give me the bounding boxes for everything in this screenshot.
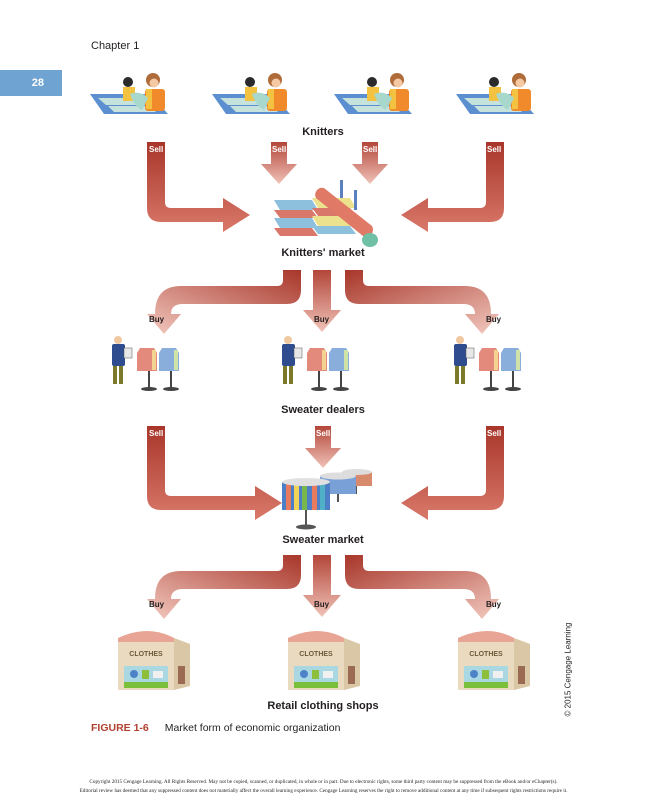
sell-label: Sell	[487, 429, 501, 438]
sweater-dealer-icon	[453, 335, 522, 392]
sell-arrow-down	[305, 426, 341, 468]
sell-arrows-bottom: Sell Sell Sell	[147, 426, 504, 520]
buy-label: Buy	[486, 600, 502, 609]
clothing-shop-icon: CLOTHES	[458, 631, 530, 690]
sell-label: Sell	[272, 145, 286, 154]
figure-number: FIGURE 1-6	[91, 722, 149, 734]
figure-title: Market form of economic organization	[164, 722, 341, 734]
clothing-shop-icon: CLOTHES	[288, 631, 360, 690]
sweater-dealer-icon	[111, 335, 180, 392]
buy-arrows-bottom: Buy Buy Buy	[147, 555, 502, 619]
sell-arrow-left-elbow	[147, 142, 250, 232]
clothing-shops-group: CLOTHES CLOTHES CLOTHES	[118, 631, 530, 690]
level-label-sweater-dealers: Sweater dealers	[281, 404, 365, 416]
shop-sign: CLOTHES	[129, 651, 163, 658]
knitter-icon	[212, 73, 290, 114]
footer-copyright-line1: Copyright 2015 Cengage Learning. All Rig…	[89, 779, 558, 785]
buy-label: Buy	[314, 600, 330, 609]
chapter-heading: Chapter 1	[91, 40, 140, 52]
knitters-group	[90, 73, 534, 114]
sell-label: Sell	[149, 429, 163, 438]
level-label-knitters: Knitters	[302, 126, 344, 138]
buy-arrow-left-curve	[147, 270, 301, 334]
clothing-shop-icon: CLOTHES	[118, 631, 190, 690]
buy-arrow-left-curve	[147, 555, 301, 619]
buy-arrows-mid: Buy Buy Buy	[147, 270, 502, 334]
level-label-knitters-market: Knitters' market	[281, 247, 365, 259]
sell-arrow-left-elbow	[147, 426, 282, 520]
buy-label: Buy	[314, 315, 330, 324]
sell-label: Sell	[316, 429, 330, 438]
shop-sign: CLOTHES	[469, 651, 503, 658]
level-label-retail-shops: Retail clothing shops	[267, 700, 379, 712]
buy-arrow-right-curve	[345, 555, 499, 619]
buy-arrow-right-curve	[345, 270, 499, 334]
buy-label: Buy	[149, 315, 165, 324]
sell-arrow-down	[352, 142, 388, 184]
sell-label: Sell	[149, 145, 163, 154]
buy-label: Buy	[149, 600, 165, 609]
shop-sign: CLOTHES	[299, 651, 333, 658]
sell-label: Sell	[363, 145, 377, 154]
buy-label: Buy	[486, 315, 502, 324]
buy-arrow-down	[303, 270, 341, 332]
figure-caption: FIGURE 1-6 Market form of economic organi…	[91, 722, 340, 734]
sweater-dealer-icon	[281, 335, 350, 392]
sell-arrow-right-elbow	[401, 142, 504, 232]
sweater-dealers-group	[111, 335, 522, 392]
copyright-credit: © 2015 Cengage Learning	[563, 622, 573, 717]
knitter-icon	[334, 73, 412, 114]
sell-arrows-top: Sell Sell Sell Sell	[147, 142, 504, 232]
page-number-tab: 28	[0, 70, 62, 96]
level-label-sweater-market: Sweater market	[282, 534, 364, 546]
sell-label: Sell	[487, 145, 501, 154]
buy-arrow-down	[303, 555, 341, 617]
sell-arrow-down	[261, 142, 297, 184]
sell-arrow-right-elbow	[401, 426, 504, 520]
knitter-icon	[456, 73, 534, 114]
sweater-rack-market-icon	[282, 469, 372, 530]
footer-copyright-line2: Editorial review has deemed that any sup…	[79, 788, 568, 794]
knitter-icon	[90, 73, 168, 114]
yarn-market-icon	[274, 180, 378, 247]
